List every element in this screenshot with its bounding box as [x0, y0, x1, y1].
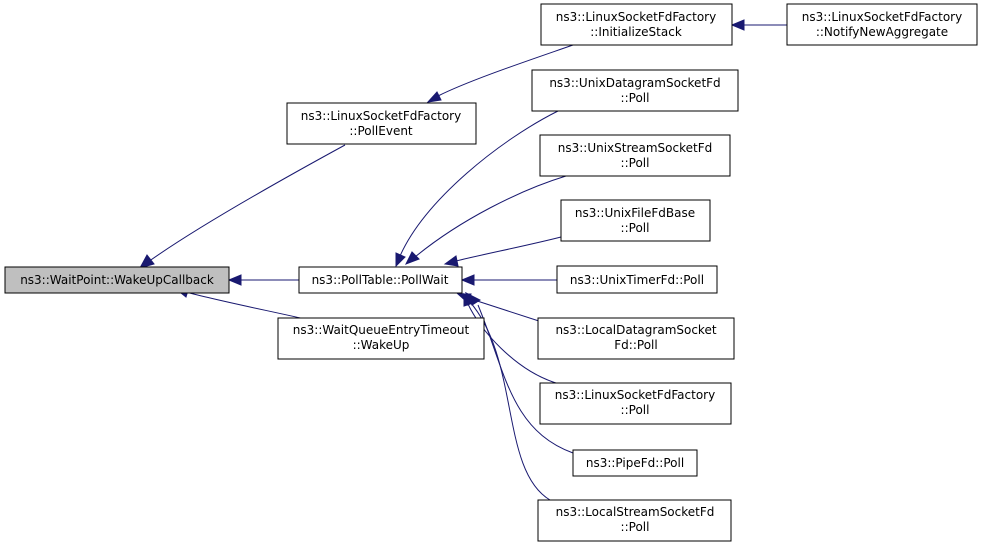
edge-localstream-to-pollwait: [462, 293, 551, 501]
node-label-line1: ns3::UnixDatagramSocketFd: [549, 76, 720, 90]
node-label-line2: ::Poll: [621, 403, 650, 417]
node-label: ns3::PollTable::PollWait: [312, 273, 449, 287]
node-label-line1: ns3::LinuxSocketFdFactory: [802, 10, 962, 24]
node-label-line1: ns3::LocalDatagramSocket: [555, 323, 716, 337]
node-label-line2: ::Poll: [621, 221, 650, 235]
node-unixtimerfd-poll[interactable]: ns3::UnixTimerFd::Poll: [556, 265, 718, 294]
node-label: ns3::PipeFd::Poll: [586, 456, 684, 470]
node-label-line2: Fd::Poll: [614, 338, 657, 352]
node-label-line2: ::NotifyNewAggregate: [816, 25, 948, 39]
edge-pipefd-to-pollwait: [464, 291, 574, 454]
node-label-line1: ns3::UnixStreamSocketFd: [558, 141, 713, 155]
node-label-line2: ::Poll: [621, 520, 650, 534]
node-unixdatagramsocketfd-poll[interactable]: ns3::UnixDatagramSocketFd ::Poll: [531, 69, 739, 112]
node-polltable-pollwait[interactable]: ns3::PollTable::PollWait: [298, 266, 463, 294]
node-label-line1: ns3::LinuxSocketFdFactory: [555, 388, 715, 402]
node-pipefd-poll[interactable]: ns3::PipeFd::Poll: [572, 449, 698, 477]
edge-notifynewaggregate-to-initializestack: [730, 19, 787, 31]
edge-pollevent-to-wakeupcallback: [138, 144, 346, 269]
node-waitqueueentrytimeout-wakeup[interactable]: ns3::WaitQueueEntryTimeout ::WakeUp: [277, 317, 485, 360]
node-label-line2: ::PollEvent: [349, 124, 413, 138]
node-label-line2: ::WakeUp: [353, 338, 410, 352]
edge-unixstream-to-pollwait: [404, 175, 567, 265]
node-localdatagramsocketfd-poll[interactable]: ns3::LocalDatagramSocket Fd::Poll: [537, 317, 735, 360]
node-localstreamsocketfd-poll[interactable]: ns3::LocalStreamSocketFd ::Poll: [537, 499, 732, 542]
node-label-line1: ns3::WaitQueueEntryTimeout: [293, 323, 470, 337]
edge-initializestack-to-pollevent: [426, 44, 574, 103]
node-linuxsocketfdfactory-initializestack[interactable]: ns3::LinuxSocketFdFactory ::InitializeSt…: [540, 3, 733, 46]
edge-unixfile-to-pollwait: [443, 236, 562, 267]
node-label-line1: ns3::UnixFileFdBase: [575, 206, 695, 220]
node-linuxsocketfdfactory-notifynewaggregate[interactable]: ns3::LinuxSocketFdFactory ::NotifyNewAgg…: [786, 3, 978, 46]
node-linuxsocketfdfactory-pollevent[interactable]: ns3::LinuxSocketFdFactory ::PollEvent: [286, 102, 477, 145]
node-label-line1: ns3::LinuxSocketFdFactory: [301, 109, 461, 123]
node-label: ns3::WaitPoint::WakeUpCallback: [20, 273, 214, 287]
edge-pollwait-to-wakeupcallback: [227, 274, 299, 286]
node-label-line1: ns3::LocalStreamSocketFd: [556, 505, 715, 519]
node-linuxsocketfdfactory-poll[interactable]: ns3::LinuxSocketFdFactory ::Poll: [539, 382, 732, 425]
node-label-line2: ::Poll: [621, 91, 650, 105]
node-waitpoint-wakeupcallback[interactable]: ns3::WaitPoint::WakeUpCallback: [4, 266, 230, 294]
node-label-line2: ::Poll: [621, 156, 650, 170]
node-unixstreamsocketfd-poll[interactable]: ns3::UnixStreamSocketFd ::Poll: [539, 134, 731, 177]
edge-unixdatagram-to-pollwait: [395, 110, 559, 268]
node-unixfilefdbase-poll[interactable]: ns3::UnixFileFdBase ::Poll: [560, 199, 711, 242]
node-label: ns3::UnixTimerFd::Poll: [570, 273, 704, 287]
node-label-line2: ::InitializeStack: [590, 25, 682, 39]
node-label-line1: ns3::LinuxSocketFdFactory: [556, 10, 716, 24]
edge-unixtimer-to-pollwait: [460, 274, 557, 286]
